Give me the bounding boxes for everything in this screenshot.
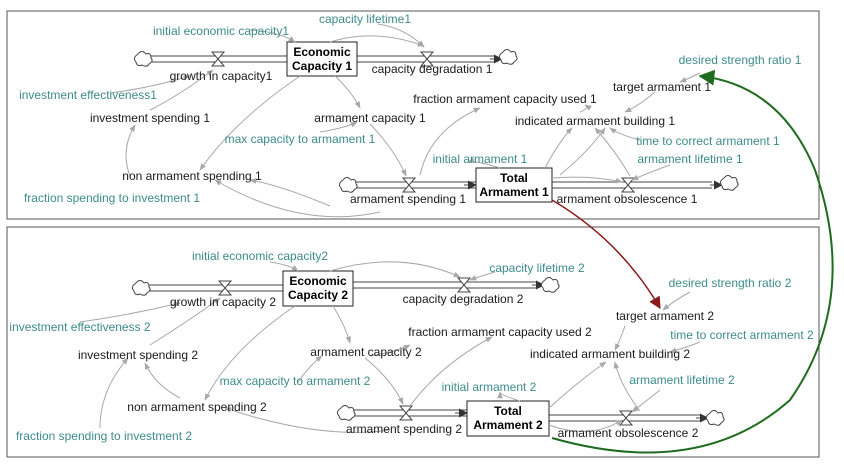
source-cloud-icon — [336, 405, 356, 421]
label-growth-in-capacity-2: growth in capacity 2 — [170, 295, 276, 309]
stock-economic-capacity-2-label: Capacity 2 — [288, 288, 348, 302]
stock-total-armament-2[interactable] — [466, 400, 550, 437]
label-time-to-correct-armament-1: time to correct armament 1 — [636, 134, 780, 148]
label-growth-in-capacity-1: growth in capacity1 — [170, 69, 273, 83]
valve-icon — [620, 177, 636, 193]
label-initial-economic-capacity-2: initial economic capacity2 — [192, 249, 328, 263]
stock-economic-capacity-2-label: Economic — [289, 274, 347, 288]
valve-icon — [419, 51, 435, 67]
stock-total-armament-2-label: Armament 2 — [473, 418, 543, 432]
label-max-capacity-to-armament-2: max capacity to armament 2 — [220, 374, 371, 388]
valve-icon — [210, 51, 226, 67]
valve-icon — [456, 277, 472, 293]
label-non-armament-spending-2: non armament spending 2 — [127, 400, 267, 414]
sink-cloud-icon — [540, 277, 560, 293]
stock-economic-capacity-2[interactable] — [282, 270, 354, 307]
source-cloud-icon — [133, 51, 153, 67]
label-armament-obsolescence-2: armament obsolescence 2 — [558, 426, 699, 440]
label-capacity-degradation-2: capacity degradation 2 — [403, 292, 524, 306]
stock-total-armament-1-label: Total — [500, 171, 528, 185]
panel-2: Economic Capacity 2 Total Armament 2 — [9, 249, 814, 443]
source-cloud-icon — [338, 177, 358, 193]
label-fraction-armament-capacity-used-1: fraction armament capacity used 1 — [413, 92, 597, 106]
label-desired-strength-ratio-1: desired strength ratio 1 — [679, 53, 802, 67]
flow-pipe-capacity-2 — [146, 280, 545, 292]
label-armament-lifetime-2: armament lifetime 2 — [629, 373, 735, 387]
sink-cloud-icon — [498, 49, 518, 65]
stock-total-armament-1-label: Armament 1 — [479, 185, 549, 199]
label-indicated-armament-building-2: indicated armament building 2 — [530, 347, 690, 361]
label-capacity-lifetime-2: capacity lifetime 2 — [489, 261, 585, 275]
label-desired-strength-ratio-2: desired strength ratio 2 — [669, 276, 792, 290]
label-armament-spending-2: armament spending 2 — [346, 422, 462, 436]
stock-economic-capacity-1-label: Economic — [293, 45, 351, 59]
label-armament-obsolescence-1: armament obsolescence 1 — [557, 192, 698, 206]
valve-icon — [401, 177, 417, 193]
label-investment-effectiveness-2: investment effectiveness 2 — [9, 320, 151, 334]
label-fraction-spending-to-investment-1: fraction spending to investment 1 — [24, 191, 200, 205]
info-links-panel-1 — [109, 23, 701, 218]
label-investment-spending-2: investment spending 2 — [78, 348, 198, 362]
cross-link-armament-2-to-target-1 — [551, 69, 834, 454]
flow-pipe-armament-1 — [352, 180, 723, 190]
label-armament-capacity-1: armament capacity 1 — [314, 111, 426, 125]
label-target-armament-2: target armament 2 — [616, 309, 714, 323]
source-cloud-icon — [131, 280, 151, 296]
label-investment-spending-1: investment spending 1 — [90, 111, 210, 125]
panel-1: Economic Capacity 1 Total Armament 1 — [19, 12, 802, 218]
valve-icon — [398, 405, 414, 421]
label-non-armament-spending-1: non armament spending 1 — [122, 169, 262, 183]
valve-icon — [217, 280, 233, 296]
label-armament-spending-1: armament spending 1 — [350, 192, 466, 206]
stock-economic-capacity-1[interactable] — [286, 41, 358, 77]
label-capacity-degradation-1: capacity degradation 1 — [372, 62, 493, 76]
label-armament-lifetime-1: armament lifetime 1 — [637, 152, 743, 166]
valve-icon — [618, 410, 634, 426]
label-max-capacity-to-armament-1: max capacity to armament 1 — [225, 132, 376, 146]
panel-1-frame — [6, 10, 820, 220]
stock-total-armament-2-label: Total — [494, 404, 522, 418]
label-initial-armament-2: initial armament 2 — [442, 380, 537, 394]
label-initial-armament-1: initial armament 1 — [433, 152, 528, 166]
label-time-to-correct-armament-2: time to correct armament 2 — [670, 328, 814, 342]
label-capacity-lifetime-1: capacity lifetime1 — [319, 12, 411, 26]
stock-economic-capacity-1-label: Capacity 1 — [292, 59, 352, 73]
sink-cloud-icon — [719, 175, 739, 191]
label-fraction-armament-capacity-used-2: fraction armament capacity used 2 — [408, 325, 592, 339]
label-target-armament-1: target armament 1 — [613, 80, 711, 94]
cross-link-armament-1-to-target-2 — [551, 199, 661, 310]
stock-total-armament-1[interactable] — [475, 167, 553, 203]
label-fraction-spending-to-investment-2: fraction spending to investment 2 — [16, 429, 192, 443]
info-links-panel-2 — [79, 261, 701, 433]
label-investment-effectiveness-1: investment effectiveness1 — [19, 88, 157, 102]
label-armament-capacity-2: armament capacity 2 — [310, 345, 422, 359]
label-indicated-armament-building-1: indicated armament building 1 — [515, 114, 675, 128]
label-initial-economic-capacity-1: initial economic capacity1 — [153, 24, 289, 38]
sink-cloud-icon — [705, 410, 725, 426]
